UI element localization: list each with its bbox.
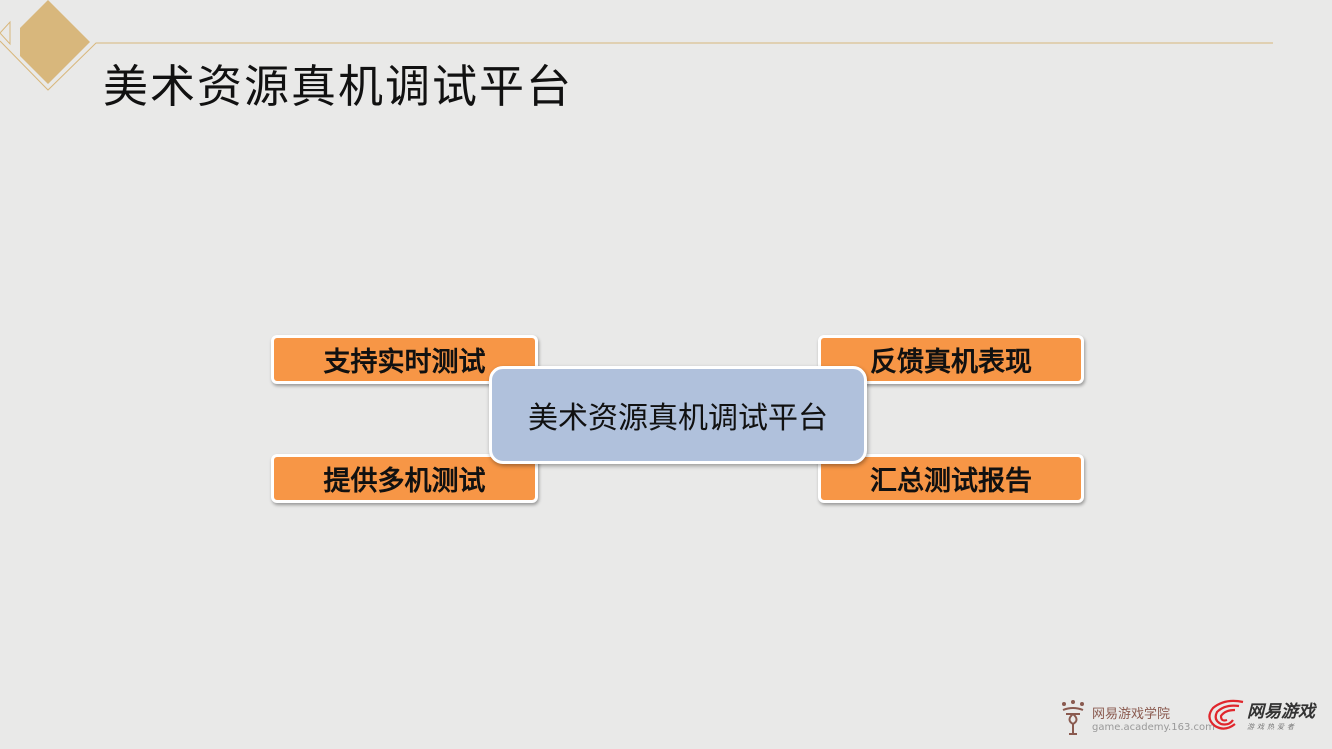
academy-emblem-icon xyxy=(1062,700,1084,735)
page-title: 美术资源真机调试平台 xyxy=(103,60,574,113)
academy-url: game.academy.163.com xyxy=(1092,722,1215,733)
center-node: 美术资源真机调试平台 xyxy=(489,366,867,464)
node-multi-device-test: 提供多机测试 xyxy=(271,454,538,503)
netease-games-logo: 网易游戏 游戏热爱者 xyxy=(1205,697,1315,732)
title-decoration xyxy=(0,0,1273,91)
academy-name: 网易游戏学院 xyxy=(1092,707,1171,722)
node-test-report: 汇总测试报告 xyxy=(818,454,1084,503)
academy-logo: 网易游戏学院 game.academy.163.com xyxy=(1060,700,1215,736)
node-device-feedback: 反馈真机表现 xyxy=(818,335,1084,384)
brand-name: 网易游戏 xyxy=(1247,702,1315,722)
brand-slogan: 游戏热爱者 xyxy=(1247,723,1297,731)
node-realtime-test: 支持实时测试 xyxy=(271,335,538,384)
netease-swirl-icon xyxy=(1208,699,1244,730)
